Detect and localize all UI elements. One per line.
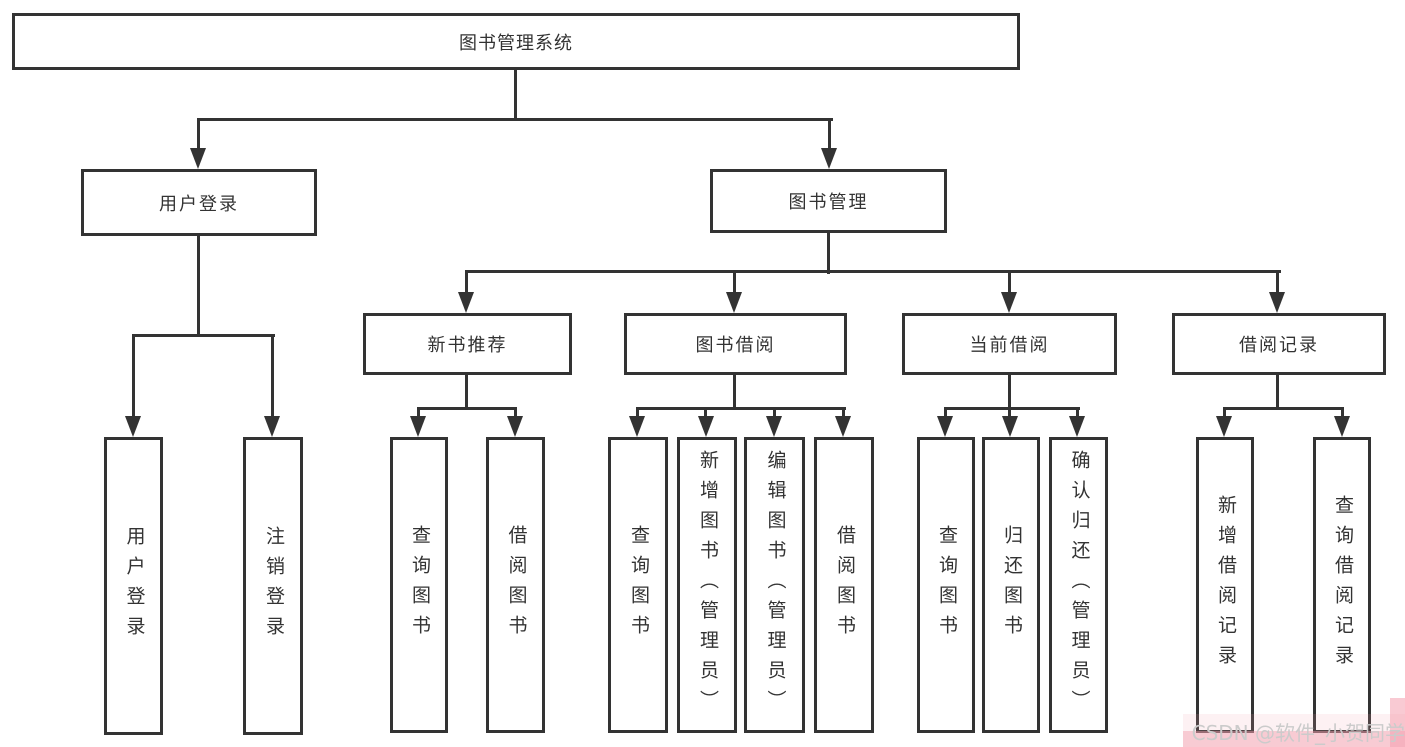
connector-line: [1076, 408, 1079, 418]
node-label: 借阅图书: [833, 525, 856, 645]
arrow-head-icon: [1069, 416, 1085, 437]
connector-line: [773, 408, 776, 418]
leaf-borrow-books-recommend: 借阅图书: [486, 437, 545, 733]
connector-line: [271, 335, 274, 417]
connector-line: [636, 407, 846, 410]
connector-line: [417, 408, 420, 418]
arrow-head-icon: [821, 148, 837, 169]
leaf-borrow-books-borrowing: 借阅图书: [814, 437, 874, 733]
arrow-head-icon: [190, 148, 206, 169]
node-label: 注销登录: [262, 526, 285, 646]
connector-line: [417, 407, 517, 410]
leaf-edit-book-admin: 编辑图书（管理员）: [744, 437, 805, 733]
node-label: 查询借阅记录: [1331, 495, 1354, 675]
node-label: 查询图书: [408, 525, 431, 645]
arrow-head-icon: [1001, 292, 1017, 313]
connector-line: [514, 69, 517, 121]
connector-line: [514, 408, 517, 418]
arrow-head-icon: [1334, 416, 1350, 437]
node-book-management: 图书管理: [710, 169, 947, 233]
node-label: 图书借阅: [695, 335, 776, 356]
node-label: 图书管理: [788, 192, 869, 213]
node-new-book-recommend: 新书推荐: [363, 313, 572, 375]
connector-line: [1223, 407, 1344, 410]
node-user-login: 用户登录: [81, 169, 317, 236]
connector-line: [944, 408, 947, 418]
node-library-management-system: 图书管理系统: [12, 13, 1020, 70]
csdn-watermark: CSDN @软件_小贺同学: [1183, 716, 1405, 746]
leaf-query-borrow-record: 查询借阅记录: [1313, 437, 1371, 733]
node-label: 查询图书: [935, 525, 958, 645]
connector-line: [197, 118, 833, 121]
arrow-head-icon: [937, 416, 953, 437]
node-label: 借阅记录: [1239, 335, 1319, 356]
connector-line: [197, 120, 200, 149]
node-borrow-records: 借阅记录: [1172, 313, 1386, 375]
arrow-head-icon: [629, 416, 645, 437]
connector-line: [827, 233, 830, 274]
arrow-head-icon: [766, 416, 782, 437]
node-label: 图书管理系统: [459, 32, 573, 54]
arrow-head-icon: [1002, 416, 1018, 437]
arrow-head-icon: [1269, 292, 1285, 313]
arrow-head-icon: [507, 416, 523, 437]
node-label: 归还图书: [1000, 525, 1023, 645]
node-label: 新增图书（管理员）: [696, 450, 719, 720]
arrow-head-icon: [264, 416, 280, 437]
leaf-user-login: 用户登录: [104, 437, 163, 735]
leaf-query-books-borrowing: 查询图书: [608, 437, 668, 733]
arrow-head-icon: [698, 416, 714, 437]
connector-line: [636, 408, 639, 418]
arrow-head-icon: [410, 416, 426, 437]
connector-line: [465, 375, 468, 410]
watermark-text: CSDN @软件_小贺同学: [1191, 720, 1405, 745]
connector-line: [733, 272, 736, 293]
leaf-add-book-admin: 新增图书（管理员）: [677, 437, 737, 733]
connector-line: [828, 120, 831, 149]
connector-line: [132, 334, 275, 337]
node-label: 查询图书: [627, 525, 650, 645]
arrow-head-icon: [125, 416, 141, 437]
leaf-confirm-return-admin: 确认归还（管理员）: [1049, 437, 1108, 733]
connector-line: [1276, 272, 1279, 293]
watermark-pink-accent: [1183, 714, 1405, 747]
connector-line: [1008, 272, 1011, 293]
leaf-return-book: 归还图书: [982, 437, 1040, 733]
node-current-borrowing: 当前借阅: [902, 313, 1117, 375]
node-label: 确认归还（管理员）: [1068, 450, 1091, 720]
node-label: 编辑图书（管理员）: [764, 450, 787, 720]
connector-line: [1341, 408, 1344, 418]
connector-line: [465, 270, 1281, 273]
connector-line: [1008, 375, 1011, 410]
connector-line: [132, 335, 135, 417]
node-label: 用户登录: [159, 193, 239, 215]
connector-line: [842, 408, 845, 418]
connector-line: [1008, 408, 1011, 418]
connector-line: [465, 272, 468, 293]
leaf-query-books-recommend: 查询图书: [390, 437, 448, 733]
watermark-pink-accent: [1390, 698, 1405, 747]
arrow-head-icon: [726, 292, 742, 313]
watermark-pink-accent: [1183, 731, 1405, 747]
node-label: 当前借阅: [969, 335, 1050, 356]
connector-line: [1223, 408, 1226, 418]
connector-line: [1276, 375, 1279, 410]
leaf-logout: 注销登录: [243, 437, 303, 735]
leaf-add-borrow-record: 新增借阅记录: [1196, 437, 1254, 733]
connector-line: [197, 236, 200, 337]
node-book-borrowing: 图书借阅: [624, 313, 847, 375]
node-label: 用户登录: [123, 526, 146, 646]
connector-line: [704, 408, 707, 418]
node-label: 新增借阅记录: [1214, 495, 1237, 675]
arrow-head-icon: [1216, 416, 1232, 437]
connector-line: [733, 375, 736, 410]
arrow-head-icon: [835, 416, 851, 437]
connector-line: [944, 407, 1080, 410]
node-label: 新书推荐: [427, 335, 508, 356]
arrow-head-icon: [458, 292, 474, 313]
leaf-query-books-current: 查询图书: [917, 437, 975, 733]
node-label: 借阅图书: [505, 525, 528, 645]
